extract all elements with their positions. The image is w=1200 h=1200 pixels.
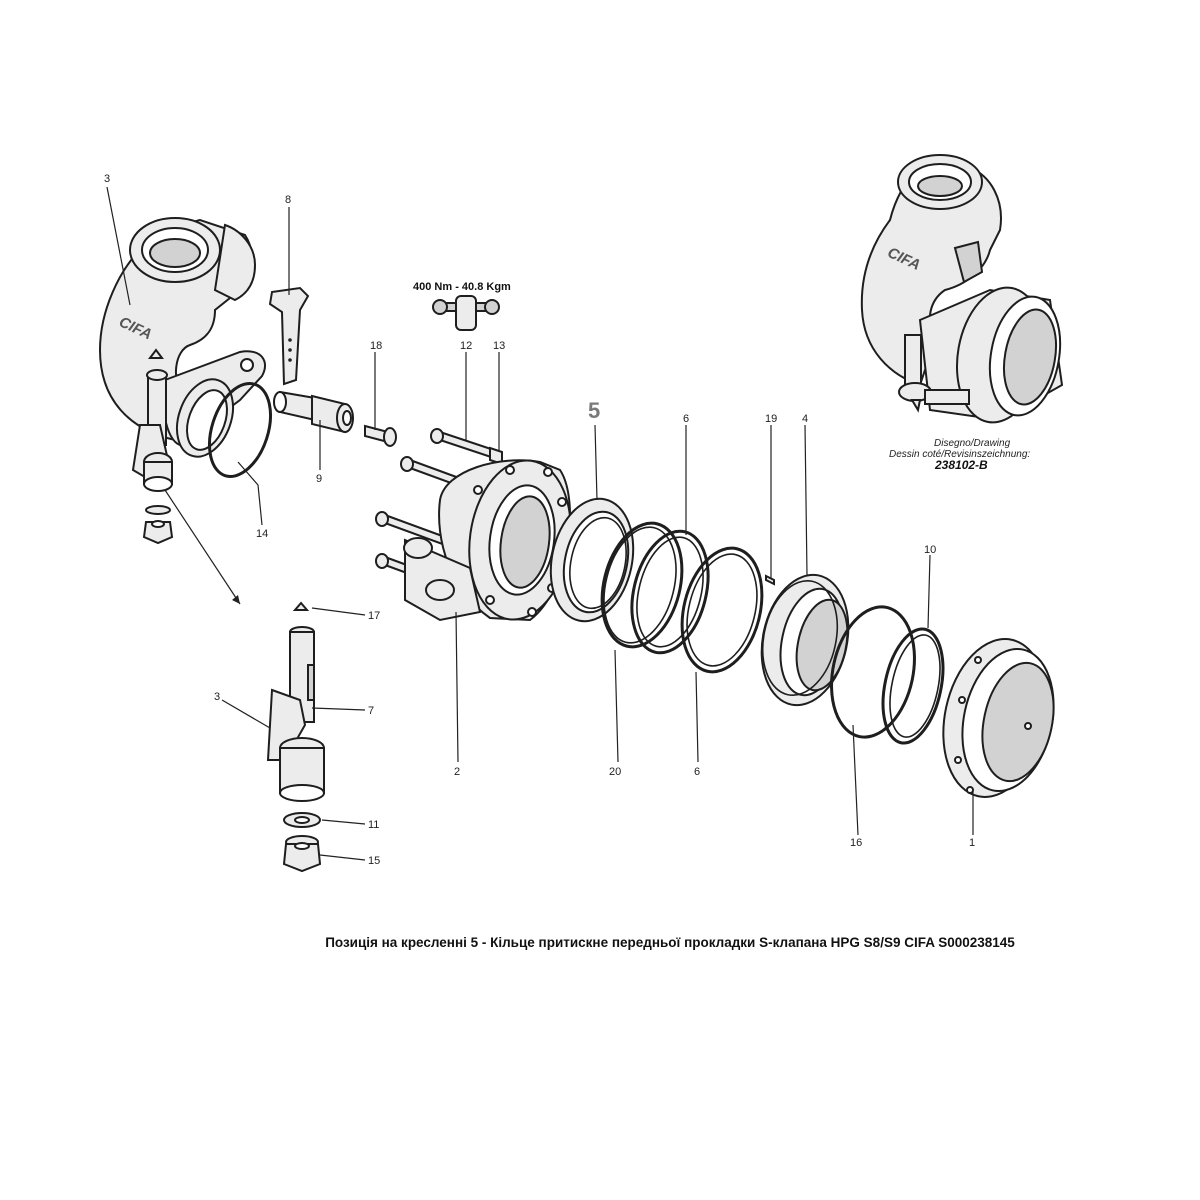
assembled-view: CIFA <box>860 154 1064 424</box>
item-labels: 3 8 18 12 13 9 14 5 6 19 4 10 17 3 7 2 2… <box>104 173 975 867</box>
lever-pin-detail <box>266 601 325 873</box>
label-11: 11 <box>368 819 379 831</box>
wear-ring-4 <box>760 573 850 707</box>
outer-flange-1 <box>942 638 1055 798</box>
label-12: 12 <box>460 340 472 352</box>
s-valve-body: CIFA <box>98 217 267 545</box>
label-14: 14 <box>256 528 268 540</box>
torque-wrench-icon <box>432 295 500 331</box>
label-6-top: 6 <box>683 413 689 425</box>
label-13: 13 <box>493 340 505 352</box>
label-17: 17 <box>368 610 380 622</box>
shaft-bushing <box>273 390 354 434</box>
label-18: 18 <box>370 340 382 352</box>
leader-lines <box>106 186 974 861</box>
mounting-flange <box>403 459 572 622</box>
gasket-ring-6a <box>630 529 710 655</box>
locking-plate <box>268 286 310 386</box>
drawing-number: 238102-B <box>934 458 988 472</box>
label-1: 1 <box>969 837 975 849</box>
label-3-top: 3 <box>104 173 110 185</box>
label-19: 19 <box>765 413 777 425</box>
pressure-ring-5 <box>549 497 635 623</box>
label-3-bottom: 3 <box>214 691 220 703</box>
gasket-ring-6b <box>680 546 764 674</box>
o-ring-10 <box>881 627 945 745</box>
torque-value: 400 Nm - 40.8 Kgm <box>413 281 511 293</box>
label-8: 8 <box>285 194 291 206</box>
drawing-caption-line1: Disegno/Drawing <box>934 438 1011 449</box>
label-9: 9 <box>316 473 322 485</box>
label-5: 5 <box>588 398 600 423</box>
label-7: 7 <box>368 705 374 717</box>
screw <box>364 424 397 447</box>
part-caption: Позиція на кресленні 5 - Кільце притискн… <box>325 935 1015 950</box>
label-15: 15 <box>368 855 380 867</box>
drawing-caption-line2: Dessin coté/Revisinszeichnung: <box>889 449 1030 460</box>
seal-ring-20 <box>600 521 684 649</box>
label-16: 16 <box>850 837 862 849</box>
label-20: 20 <box>609 766 621 778</box>
label-6-bottom: 6 <box>694 766 700 778</box>
label-2: 2 <box>454 766 460 778</box>
o-ring-14 <box>208 382 272 478</box>
o-ring-16 <box>830 605 916 739</box>
spring-pin <box>765 574 775 586</box>
label-4: 4 <box>802 413 808 425</box>
label-10: 10 <box>924 544 936 556</box>
